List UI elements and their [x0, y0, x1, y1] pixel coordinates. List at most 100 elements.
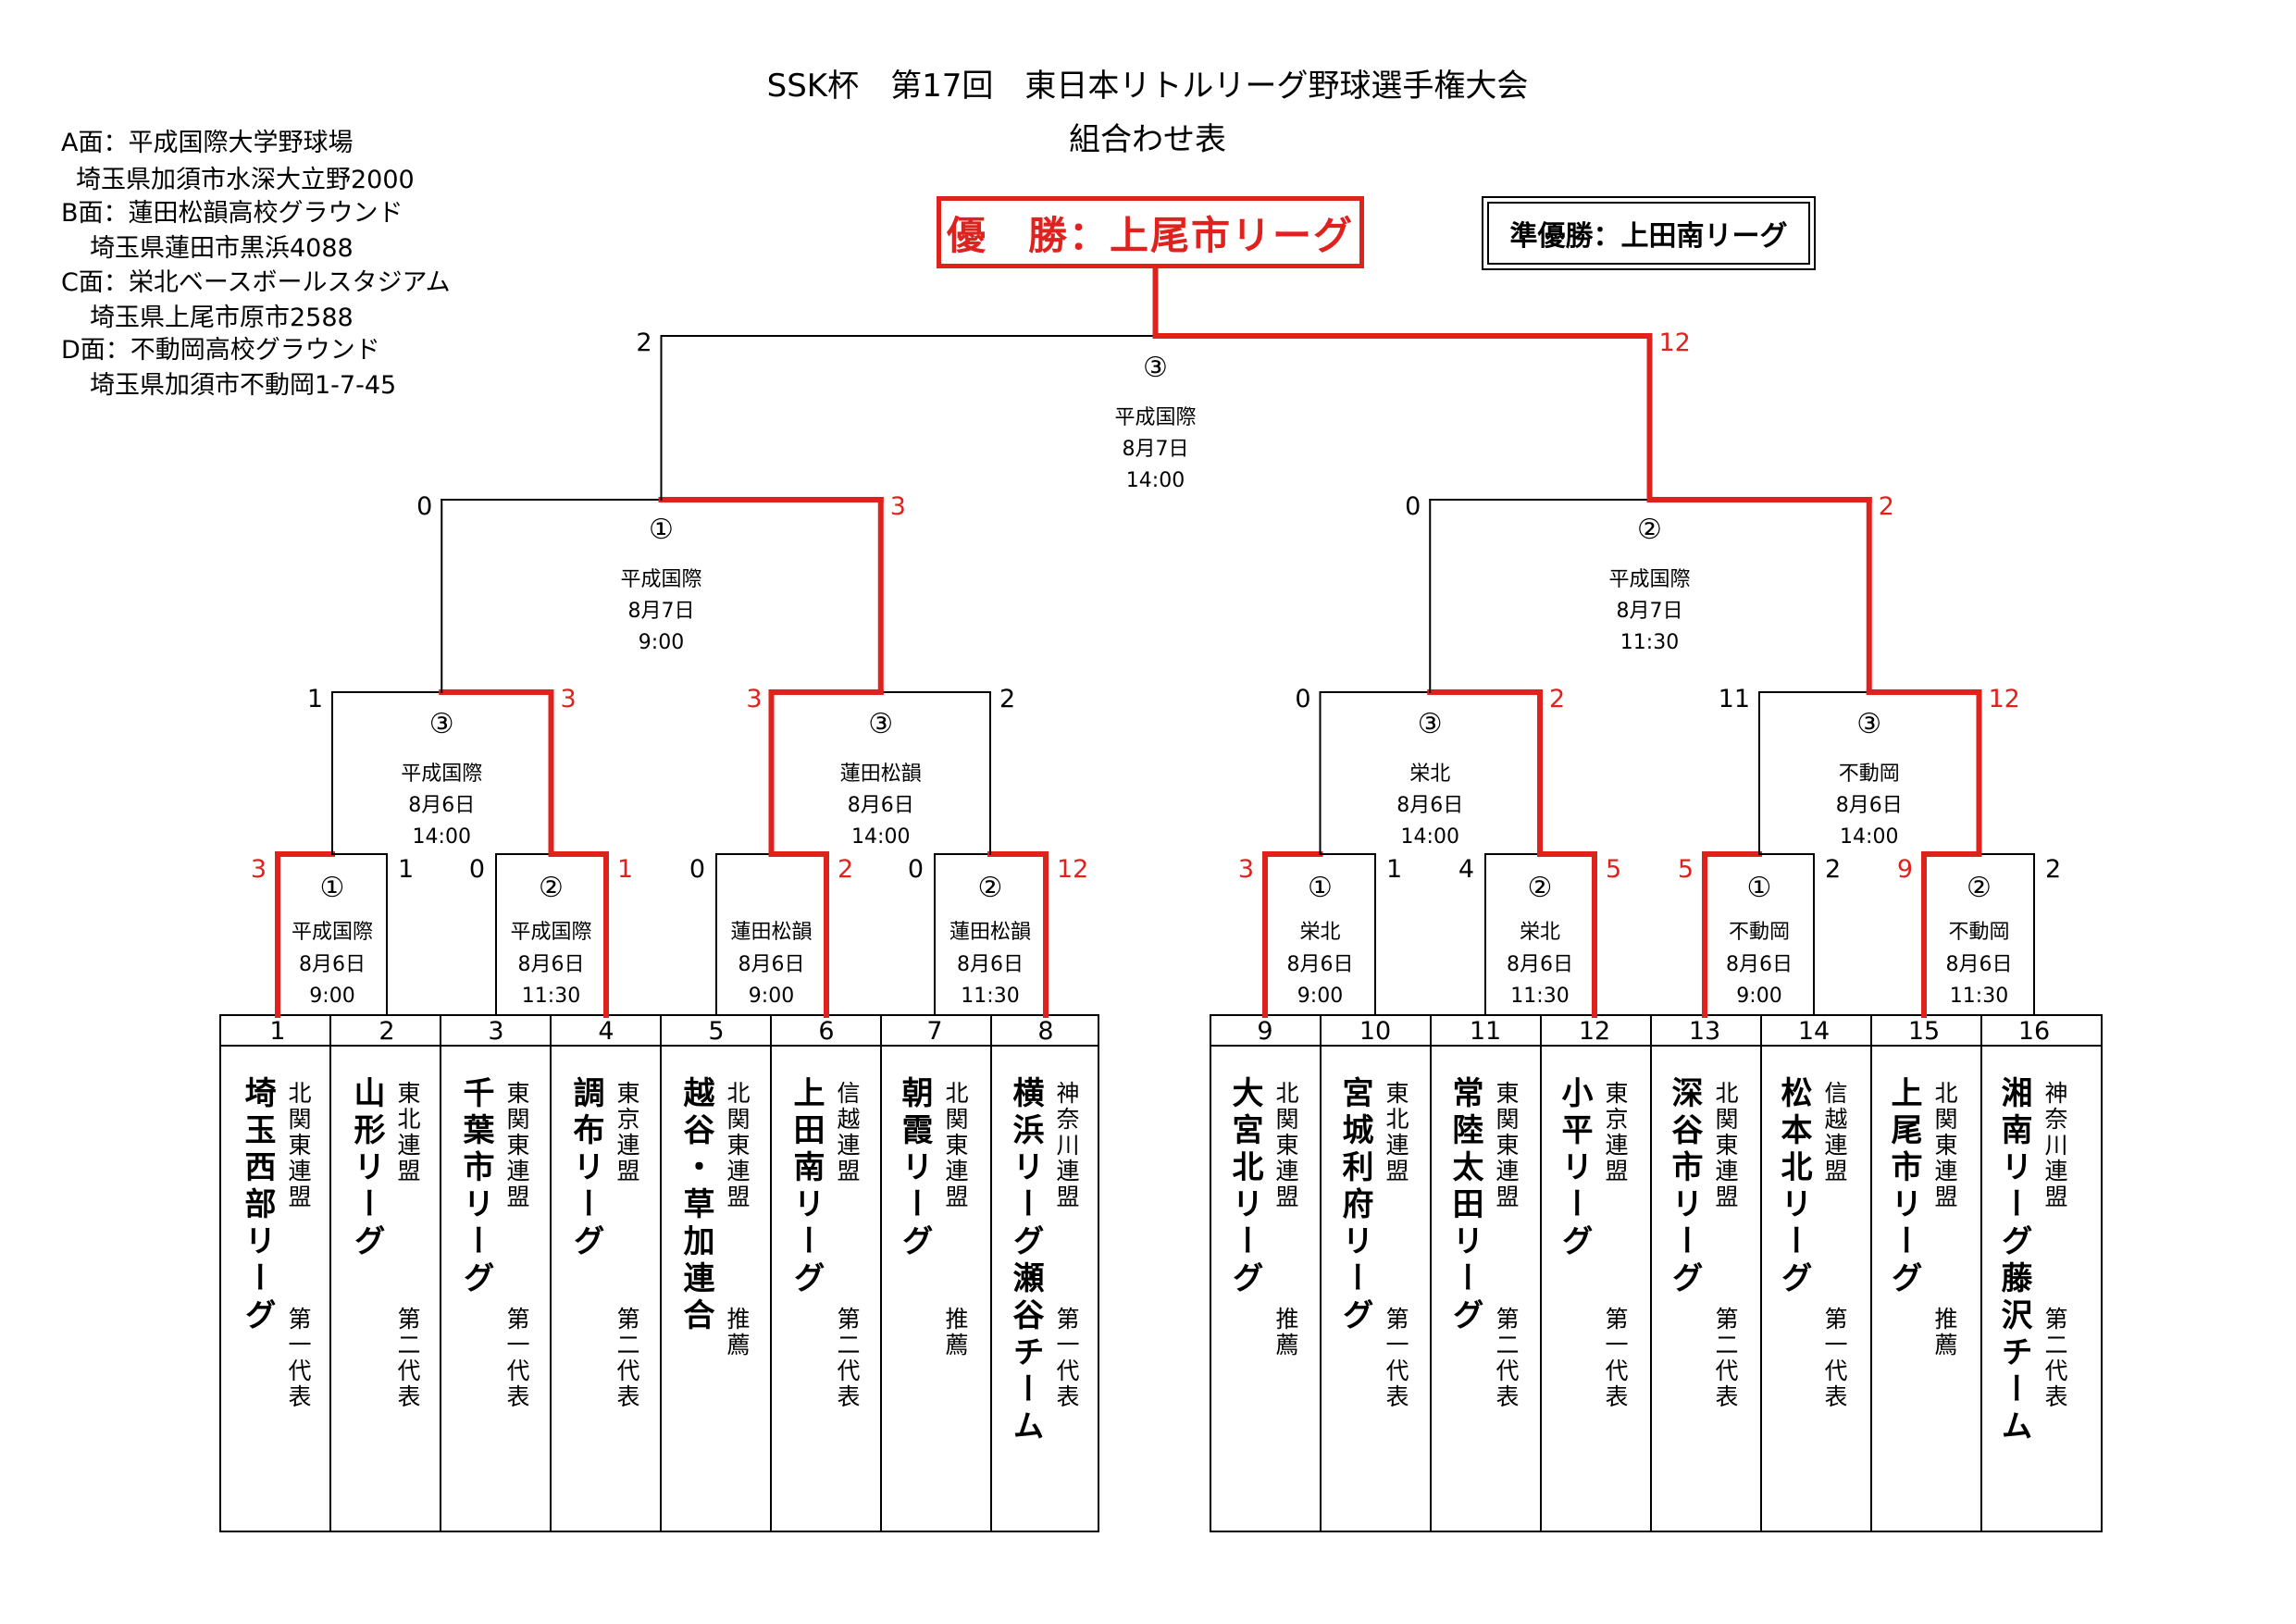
r1-venue: 不動岡	[1728, 921, 1791, 944]
team-league: 北関東連盟	[1272, 1081, 1299, 1210]
final-match-time: 14:00	[1125, 469, 1185, 492]
r1-date: 8月6日	[957, 953, 1024, 976]
team-league: 神奈川連盟	[2042, 1081, 2068, 1210]
r1-score-right: 2	[2045, 855, 2062, 884]
team-league: 東関東連盟	[503, 1081, 530, 1210]
team-name: 小平リーグ	[1556, 1076, 1593, 1261]
r2-match-score-left: 1	[306, 685, 323, 713]
r1-score-right: 1	[617, 855, 634, 884]
team-league: 北関東連盟	[724, 1081, 751, 1210]
team-quota: 推薦	[942, 1307, 969, 1358]
team-league: 信越連盟	[834, 1081, 861, 1184]
page-subtitle: 組合わせ表	[1069, 121, 1226, 158]
venue-a-name: A面：平成国際大学野球場	[61, 129, 354, 157]
r1-date: 8月6日	[738, 953, 805, 976]
team-number: 5	[708, 1017, 725, 1046]
team-quota: 第一代表	[1602, 1307, 1629, 1410]
r1-score-left: 4	[1458, 855, 1474, 884]
r1-score-right: 1	[1386, 855, 1403, 884]
r1-venue: 平成国際	[291, 921, 374, 944]
team-table-left	[219, 1014, 1099, 1532]
semi-match-match-number: ②	[1637, 514, 1662, 546]
team-number: 2	[379, 1017, 395, 1046]
team-name: 深谷市リーグ	[1666, 1076, 1703, 1298]
r1-score-left: 0	[907, 855, 924, 884]
team-number: 15	[1907, 1017, 1941, 1046]
r2-match-score-right: 2	[1549, 685, 1566, 713]
r2-match-time: 14:00	[851, 825, 911, 849]
team-name: 常陸太田リーグ	[1446, 1076, 1483, 1335]
r1-venue: 栄北	[1299, 921, 1341, 944]
r2-match-match-number: ③	[428, 708, 454, 740]
team-quota: 推薦	[724, 1307, 751, 1358]
venue-b-address: 埼玉県蓮田市黒浜4088	[90, 234, 354, 263]
r1-match-number: ②	[1527, 872, 1553, 904]
team-quota: 第二代表	[834, 1307, 861, 1410]
team-quota: 第一代表	[1053, 1307, 1080, 1410]
team-name: 湘南リーグ藤沢チーム	[1995, 1076, 2032, 1446]
page-title: SSK杯 第17回 東日本リトルリーグ野球選手権大会	[766, 68, 1529, 105]
r1-score-left: 3	[250, 855, 267, 884]
r1-date: 8月6日	[1945, 953, 2013, 976]
semi-match-score-left: 0	[1405, 492, 1421, 521]
r1-venue: 不動岡	[1948, 921, 2010, 944]
r2-match-date: 8月6日	[1396, 794, 1464, 817]
team-name: 千葉市リーグ	[457, 1076, 494, 1298]
r2-match-score-right: 3	[560, 685, 577, 713]
r2-match-venue: 栄北	[1409, 762, 1451, 786]
team-name: 横浜リーグ瀬谷チーム	[1007, 1076, 1044, 1446]
team-number: 14	[1797, 1017, 1831, 1046]
team-name: 松本北リーグ	[1775, 1076, 1812, 1298]
semi-match-match-number: ①	[649, 514, 674, 546]
team-name: 越谷・草加連合	[677, 1076, 714, 1335]
team-league: 東北連盟	[394, 1081, 421, 1184]
r1-score-right: 12	[1057, 855, 1089, 884]
r1-score-right: 5	[1606, 855, 1622, 884]
r1-score-right: 2	[838, 855, 854, 884]
r1-time: 9:00	[309, 985, 355, 1008]
team-number: 3	[488, 1017, 504, 1046]
team-league: 信越連盟	[1821, 1081, 1848, 1184]
semi-match-score-right: 2	[1878, 492, 1894, 521]
team-name: 上尾市リーグ	[1885, 1076, 1922, 1298]
venue-b-name: B面：蓮田松韻高校グラウンド	[61, 199, 403, 228]
final-match-venue: 平成国際	[1114, 406, 1197, 429]
r2-match-score-left: 11	[1718, 685, 1750, 713]
team-quota: 第一代表	[1383, 1307, 1409, 1410]
team-name: 山形リーグ	[348, 1076, 385, 1261]
r1-score-left: 0	[689, 855, 705, 884]
r2-match-venue: 蓮田松韻	[839, 762, 922, 786]
venue-d-address: 埼玉県加須市不動岡1-7-45	[90, 371, 397, 400]
team-name: 宮城利府リーグ	[1336, 1076, 1373, 1335]
r2-match-match-number: ③	[1856, 708, 1882, 740]
team-number: 8	[1037, 1017, 1054, 1046]
team-number: 10	[1359, 1017, 1392, 1046]
r1-match-number: ①	[1746, 872, 1772, 904]
r2-match-match-number: ③	[868, 708, 894, 740]
team-quota: 推薦	[1272, 1307, 1299, 1358]
venue-a-address: 埼玉県加須市水深大立野2000	[76, 166, 415, 194]
team-number: 16	[2017, 1017, 2051, 1046]
semi-match-venue: 平成国際	[620, 568, 702, 591]
team-league: 東京連盟	[614, 1081, 640, 1184]
team-number: 9	[1257, 1017, 1273, 1046]
r1-venue: 栄北	[1519, 921, 1561, 944]
team-league: 神奈川連盟	[1053, 1081, 1080, 1210]
final-match-date: 8月7日	[1122, 438, 1189, 461]
r1-venue: 平成国際	[510, 921, 592, 944]
r1-time: 11:30	[1510, 985, 1570, 1008]
r1-score-left: 9	[1896, 855, 1913, 884]
team-name: 埼玉西部リーグ	[239, 1076, 276, 1335]
semi-match-score-right: 3	[889, 492, 906, 521]
team-league: 北関東連盟	[285, 1081, 312, 1210]
final-match-match-number: ③	[1143, 352, 1168, 384]
runner-up-label: 準優勝：上田南リーグ	[1487, 202, 1810, 265]
runner-up-box: 準優勝：上田南リーグ	[1482, 196, 1816, 270]
final-match-score-right: 12	[1658, 329, 1691, 357]
r1-date: 8月6日	[1507, 953, 1573, 976]
venue-c-address: 埼玉県上尾市原市2588	[90, 304, 354, 332]
team-league: 東北連盟	[1383, 1081, 1409, 1184]
team-table-right	[1210, 1014, 2103, 1532]
team-league: 東京連盟	[1602, 1081, 1629, 1184]
r1-time: 9:00	[1297, 985, 1344, 1008]
